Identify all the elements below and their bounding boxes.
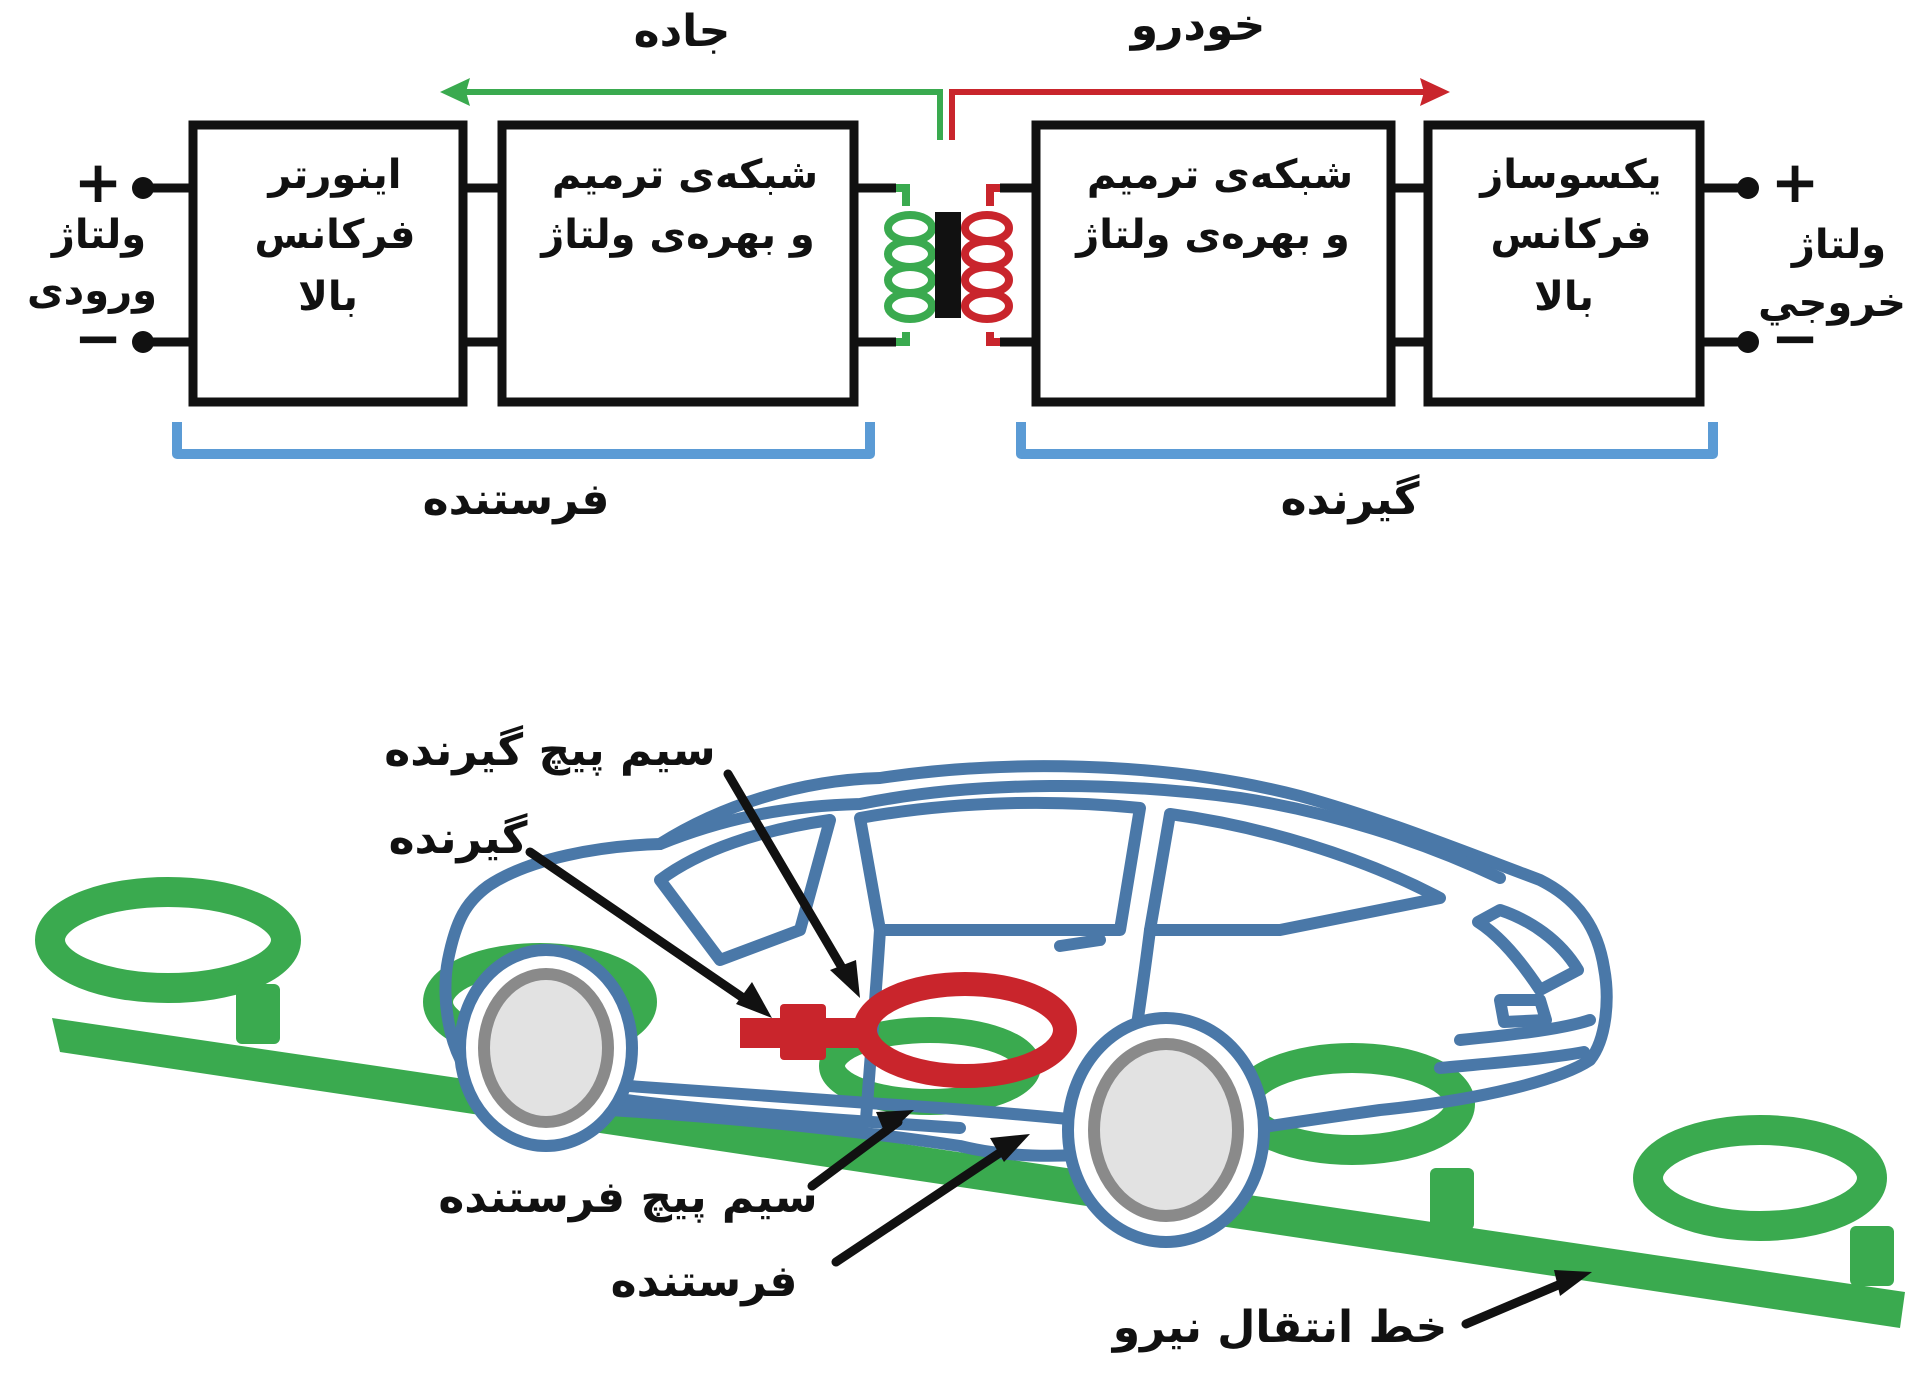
road-label: جاده (634, 6, 731, 57)
rx-label: گیرنده (389, 812, 528, 864)
input-voltage-label: ولتاژ ورودی (27, 212, 157, 314)
tx-compensation-block: شبکه‌ی ترمیم و بهره‌ی ولتاژ (497, 120, 859, 407)
receiver-bracket (1016, 422, 1718, 459)
input-plus-sign: + (74, 148, 123, 216)
tx-coil-symbol (884, 184, 936, 346)
pointer-arrows (525, 769, 1575, 1329)
tx-coil-label: سیم پیچ فرستنده (438, 1172, 817, 1223)
output-plus-sign: + (1771, 148, 1820, 216)
power-line-label: خط انتقال نیرو (1111, 1302, 1448, 1353)
input-terminals: + − (74, 148, 193, 372)
rx-coil-label: سیم پیچ گیرنده (384, 724, 715, 776)
vehicle-label: خودرو (1129, 0, 1266, 51)
svg-text:اینورتر فرکانس: اینورتر فرکانس بالا (241, 152, 416, 320)
transformer-core (935, 212, 961, 318)
car-illustration: سیم پیچ گیرنده گیرنده سیم پیچ فرستنده فر… (35, 724, 1905, 1353)
output-terminals: + − (1700, 148, 1819, 372)
road-coil-1 (35, 877, 301, 1044)
road-arrow (440, 78, 943, 140)
block-diagram: جاده خودرو + − ولتاژ ورودی اینورتر فرکان… (27, 0, 1906, 525)
svg-text:یکسوساز فرکانس: یکسوساز فرکانس بالا (1466, 152, 1661, 320)
vehicle-arrow (949, 78, 1450, 140)
rectifier-block: یکسوساز فرکانس بالا (1423, 120, 1705, 407)
transmitter-label: فرستنده (423, 474, 610, 525)
pointer-arrowheads (736, 960, 1592, 1296)
rx-compensation-block: شبکه‌ی ترمیم و بهره‌ی ولتاژ (1031, 120, 1396, 407)
front-wheel (1062, 1012, 1270, 1248)
input-minus-sign: − (74, 304, 123, 372)
rear-wheel (454, 944, 638, 1152)
inverter-block: اینورتر فرکانس بالا (188, 120, 468, 407)
rx-coil-symbol (961, 184, 1013, 346)
svg-text:شبکه‌ی ترمیم و بهره‌ی: شبکه‌ی ترمیم و بهره‌ی ولتاژ (538, 152, 818, 258)
output-minus-sign: − (1771, 304, 1820, 372)
svg-text:شبکه‌ی ترمیم و بهره‌ی: شبکه‌ی ترمیم و بهره‌ی ولتاژ (1073, 152, 1353, 258)
tx-label: فرستنده (611, 1256, 798, 1307)
road-coil-4 (1633, 1115, 1894, 1286)
receiver-label: گیرنده (1281, 473, 1420, 525)
transmitter-bracket (172, 422, 875, 459)
receiver-unit (740, 1004, 868, 1060)
output-voltage-label: ولتاژ خروجي (1758, 222, 1906, 326)
